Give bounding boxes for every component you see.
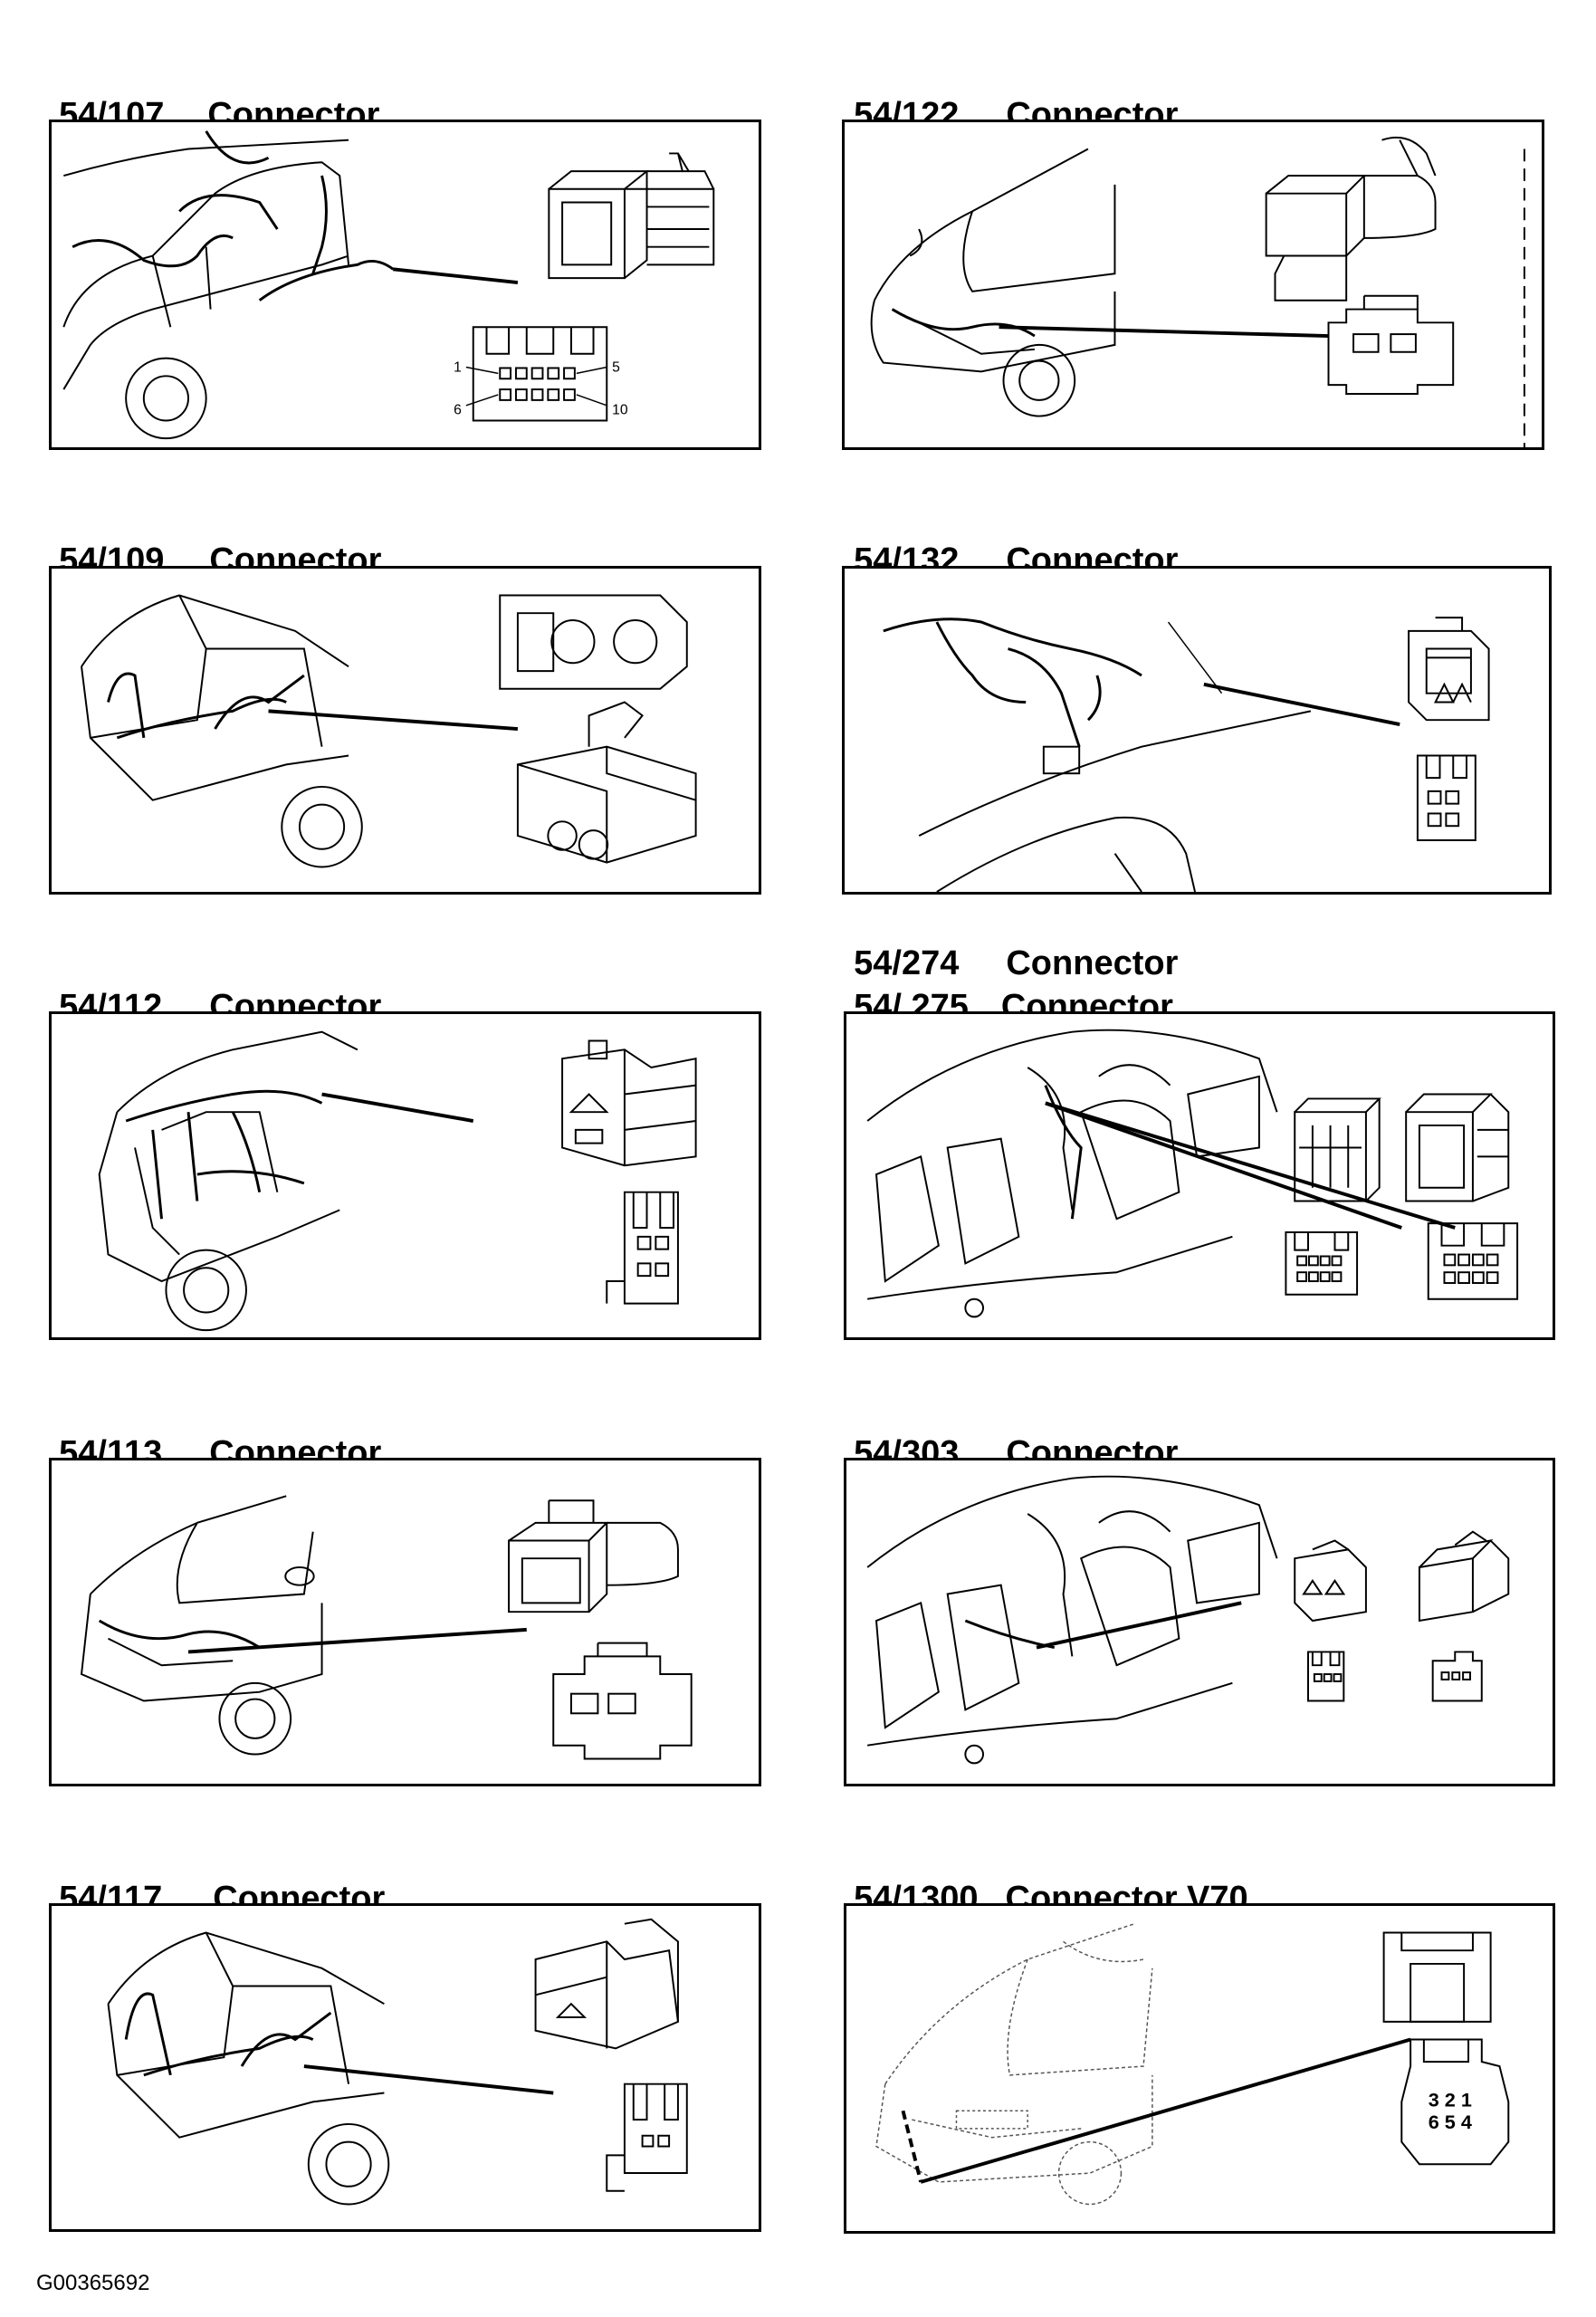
connector-3d-icon — [516, 701, 697, 864]
leader-line — [303, 2064, 554, 2095]
leader-line — [393, 267, 519, 284]
connector-3d-icon-b — [1418, 1530, 1510, 1623]
diagram-panel-54-1300: 3 2 1 6 5 4 — [844, 1903, 1555, 2234]
connector-face-icon — [499, 594, 688, 690]
connector-face-icon-a — [1285, 1230, 1359, 1296]
connector-3d-icon — [1408, 617, 1490, 722]
connector-3d-icon — [561, 1039, 697, 1167]
diagram-panel-54-113 — [49, 1458, 761, 1786]
connector-face-icon — [1416, 754, 1477, 841]
connector-3d-icon — [1265, 136, 1437, 302]
diagram-panel-54-303 — [844, 1458, 1555, 1786]
pin-label: 5 — [612, 359, 620, 375]
leader-line — [1036, 1601, 1242, 1650]
pin-label: 10 — [612, 403, 628, 418]
pin-label: 6 — [454, 403, 462, 418]
connector-face-icon-a — [1307, 1651, 1345, 1702]
leader-line — [1045, 1101, 1456, 1230]
panel-title-54-274: 54/274 Connector — [835, 912, 1178, 981]
connector-face-icon-b — [1431, 1651, 1483, 1702]
connector-3d-icon-b — [1405, 1093, 1510, 1202]
car-rear-illustration — [107, 1918, 688, 2206]
connector-face-icon-b — [1427, 1222, 1519, 1300]
leader-line — [187, 1627, 527, 1654]
leader-line — [268, 709, 519, 731]
connector-face-icon — [1400, 2038, 1510, 2166]
figure-id: G00365692 — [36, 2271, 150, 2295]
connector-id: 54/274 — [854, 944, 960, 982]
diagram-panel-54-112 — [49, 1011, 761, 1340]
car-front-illustration — [870, 136, 1525, 447]
connector-3d-icon-a — [1294, 1097, 1382, 1202]
diagram-panel-54-109 — [49, 566, 761, 895]
interior-seats-illustration — [866, 1029, 1519, 1318]
diagram-panel-54-107: 1 5 6 10 — [49, 120, 761, 450]
connector-3d-icon — [508, 1499, 679, 1613]
pin-row-bottom: 6 5 4 — [1429, 2111, 1472, 2133]
leader-line — [999, 325, 1329, 339]
leader-line — [321, 1092, 474, 1123]
interior-seats-illustration — [866, 1475, 1510, 1765]
car-side-illustration: 1 5 6 10 — [62, 130, 715, 440]
diagram-panel-54-122 — [842, 120, 1544, 450]
car-front-illustration — [80, 1495, 693, 1760]
connector-3d-icon-a — [1294, 1539, 1367, 1623]
connector-face-icon — [552, 1642, 693, 1760]
leader-line — [1045, 1101, 1402, 1230]
connector-face-icon — [606, 2082, 688, 2192]
connector-face-icon — [606, 1191, 679, 1305]
leader-line — [920, 2037, 1411, 2184]
car-rear-illustration — [81, 594, 697, 868]
connector-3d-icon — [1382, 1931, 1492, 2023]
diagram-panel-54-274-275 — [844, 1011, 1555, 1340]
connector-label: Connector — [1006, 944, 1179, 982]
connector-face-icon — [465, 326, 608, 422]
pin-row-top: 3 2 1 — [1429, 2088, 1472, 2111]
connector-face-icon — [1327, 294, 1455, 395]
connector-3d-icon — [534, 1918, 680, 2050]
connector-3d-icon — [548, 152, 715, 280]
leader-line — [1203, 682, 1400, 727]
car-rear-side-illustration — [98, 1030, 697, 1332]
car-front-outline-illustration: 3 2 1 6 5 4 — [875, 1922, 1510, 2206]
pin-label: 1 — [454, 359, 462, 375]
diagram-panel-54-117 — [49, 1903, 761, 2232]
dashboard-harness-illustration — [883, 617, 1490, 892]
diagram-panel-54-132 — [842, 566, 1552, 895]
